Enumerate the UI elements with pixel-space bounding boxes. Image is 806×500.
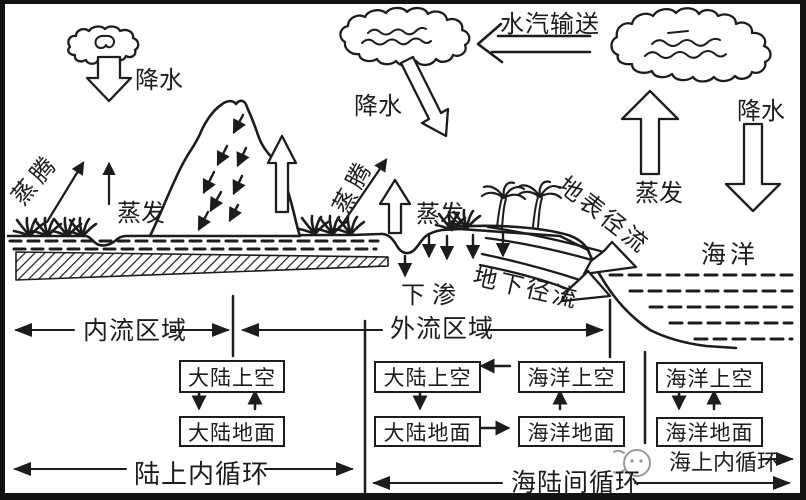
box-ocean-sky-mid: 海洋上空 <box>518 361 625 393</box>
underground-runoff-arrow <box>478 252 612 303</box>
groundwater-dashes <box>8 239 380 251</box>
ground <box>6 224 738 350</box>
box-land-ground-left: 大陆地面 <box>179 416 285 447</box>
cloud-middle-icon <box>339 6 471 67</box>
updraft-arrow <box>266 134 298 214</box>
ocean-label: 海洋 <box>701 242 760 269</box>
inland-region-label: 内流区域 <box>83 318 188 345</box>
evaporation-arrow-middle <box>378 178 412 235</box>
mountain-rain-arrows <box>197 113 250 232</box>
precipitation-arrow-right <box>724 122 782 213</box>
cloud-right-icon <box>610 7 772 83</box>
box-land-sky-mid: 大陆上空 <box>374 361 481 393</box>
box-land-sky-left: 大陆上空 <box>179 360 285 393</box>
evaporation-arrow-right <box>620 89 680 176</box>
surface-runoff-arrow <box>484 225 638 276</box>
transpiration-arrow-left <box>45 161 85 224</box>
evaporation-label-right: 蒸发 <box>635 181 683 207</box>
precipitation-label-middle: 降水 <box>354 94 402 120</box>
box-ocean-ground-right: 海洋地面 <box>656 417 763 447</box>
box-ocean-sky-right: 海洋上空 <box>656 362 763 393</box>
watermark-icon <box>613 449 651 477</box>
cloud-left-icon <box>67 25 140 65</box>
region-dividers <box>231 294 647 493</box>
box-land-ground-mid: 大陆地面 <box>374 416 481 447</box>
vapor-transport-label: 水汽输送 <box>500 12 600 38</box>
precipitation-arrow-middle <box>399 55 450 138</box>
evaporation-label-left: 蒸发 <box>117 201 165 227</box>
soil-hatch <box>15 251 389 281</box>
cycle-arrows <box>13 452 794 490</box>
coast-plateau-line <box>450 224 590 252</box>
land-internal-cycle-label: 陆上内循环 <box>134 460 270 489</box>
sea-internal-cycle-label: 海上内循环 <box>669 450 780 475</box>
palm-trees <box>480 180 563 230</box>
sea-land-cycle-label: 海陆间循环 <box>511 470 642 497</box>
precipitation-label-left: 降水 <box>135 68 183 94</box>
evaporation-label-middle: 蒸发 <box>416 202 464 228</box>
vapor-transport-arrow <box>476 22 592 64</box>
transpiration-arrow-middle <box>337 158 388 231</box>
infiltration-label: 下渗 <box>401 283 463 309</box>
precipitation-label-right: 降水 <box>737 99 785 125</box>
infiltration-arrows <box>397 231 511 278</box>
box-ocean-ground-mid: 海洋地面 <box>518 416 625 447</box>
ocean-dashes <box>608 273 794 341</box>
exorheic-region-label: 外流区域 <box>390 316 495 343</box>
precipitation-arrow-left <box>85 55 133 103</box>
box-flow-arrows <box>191 358 722 436</box>
